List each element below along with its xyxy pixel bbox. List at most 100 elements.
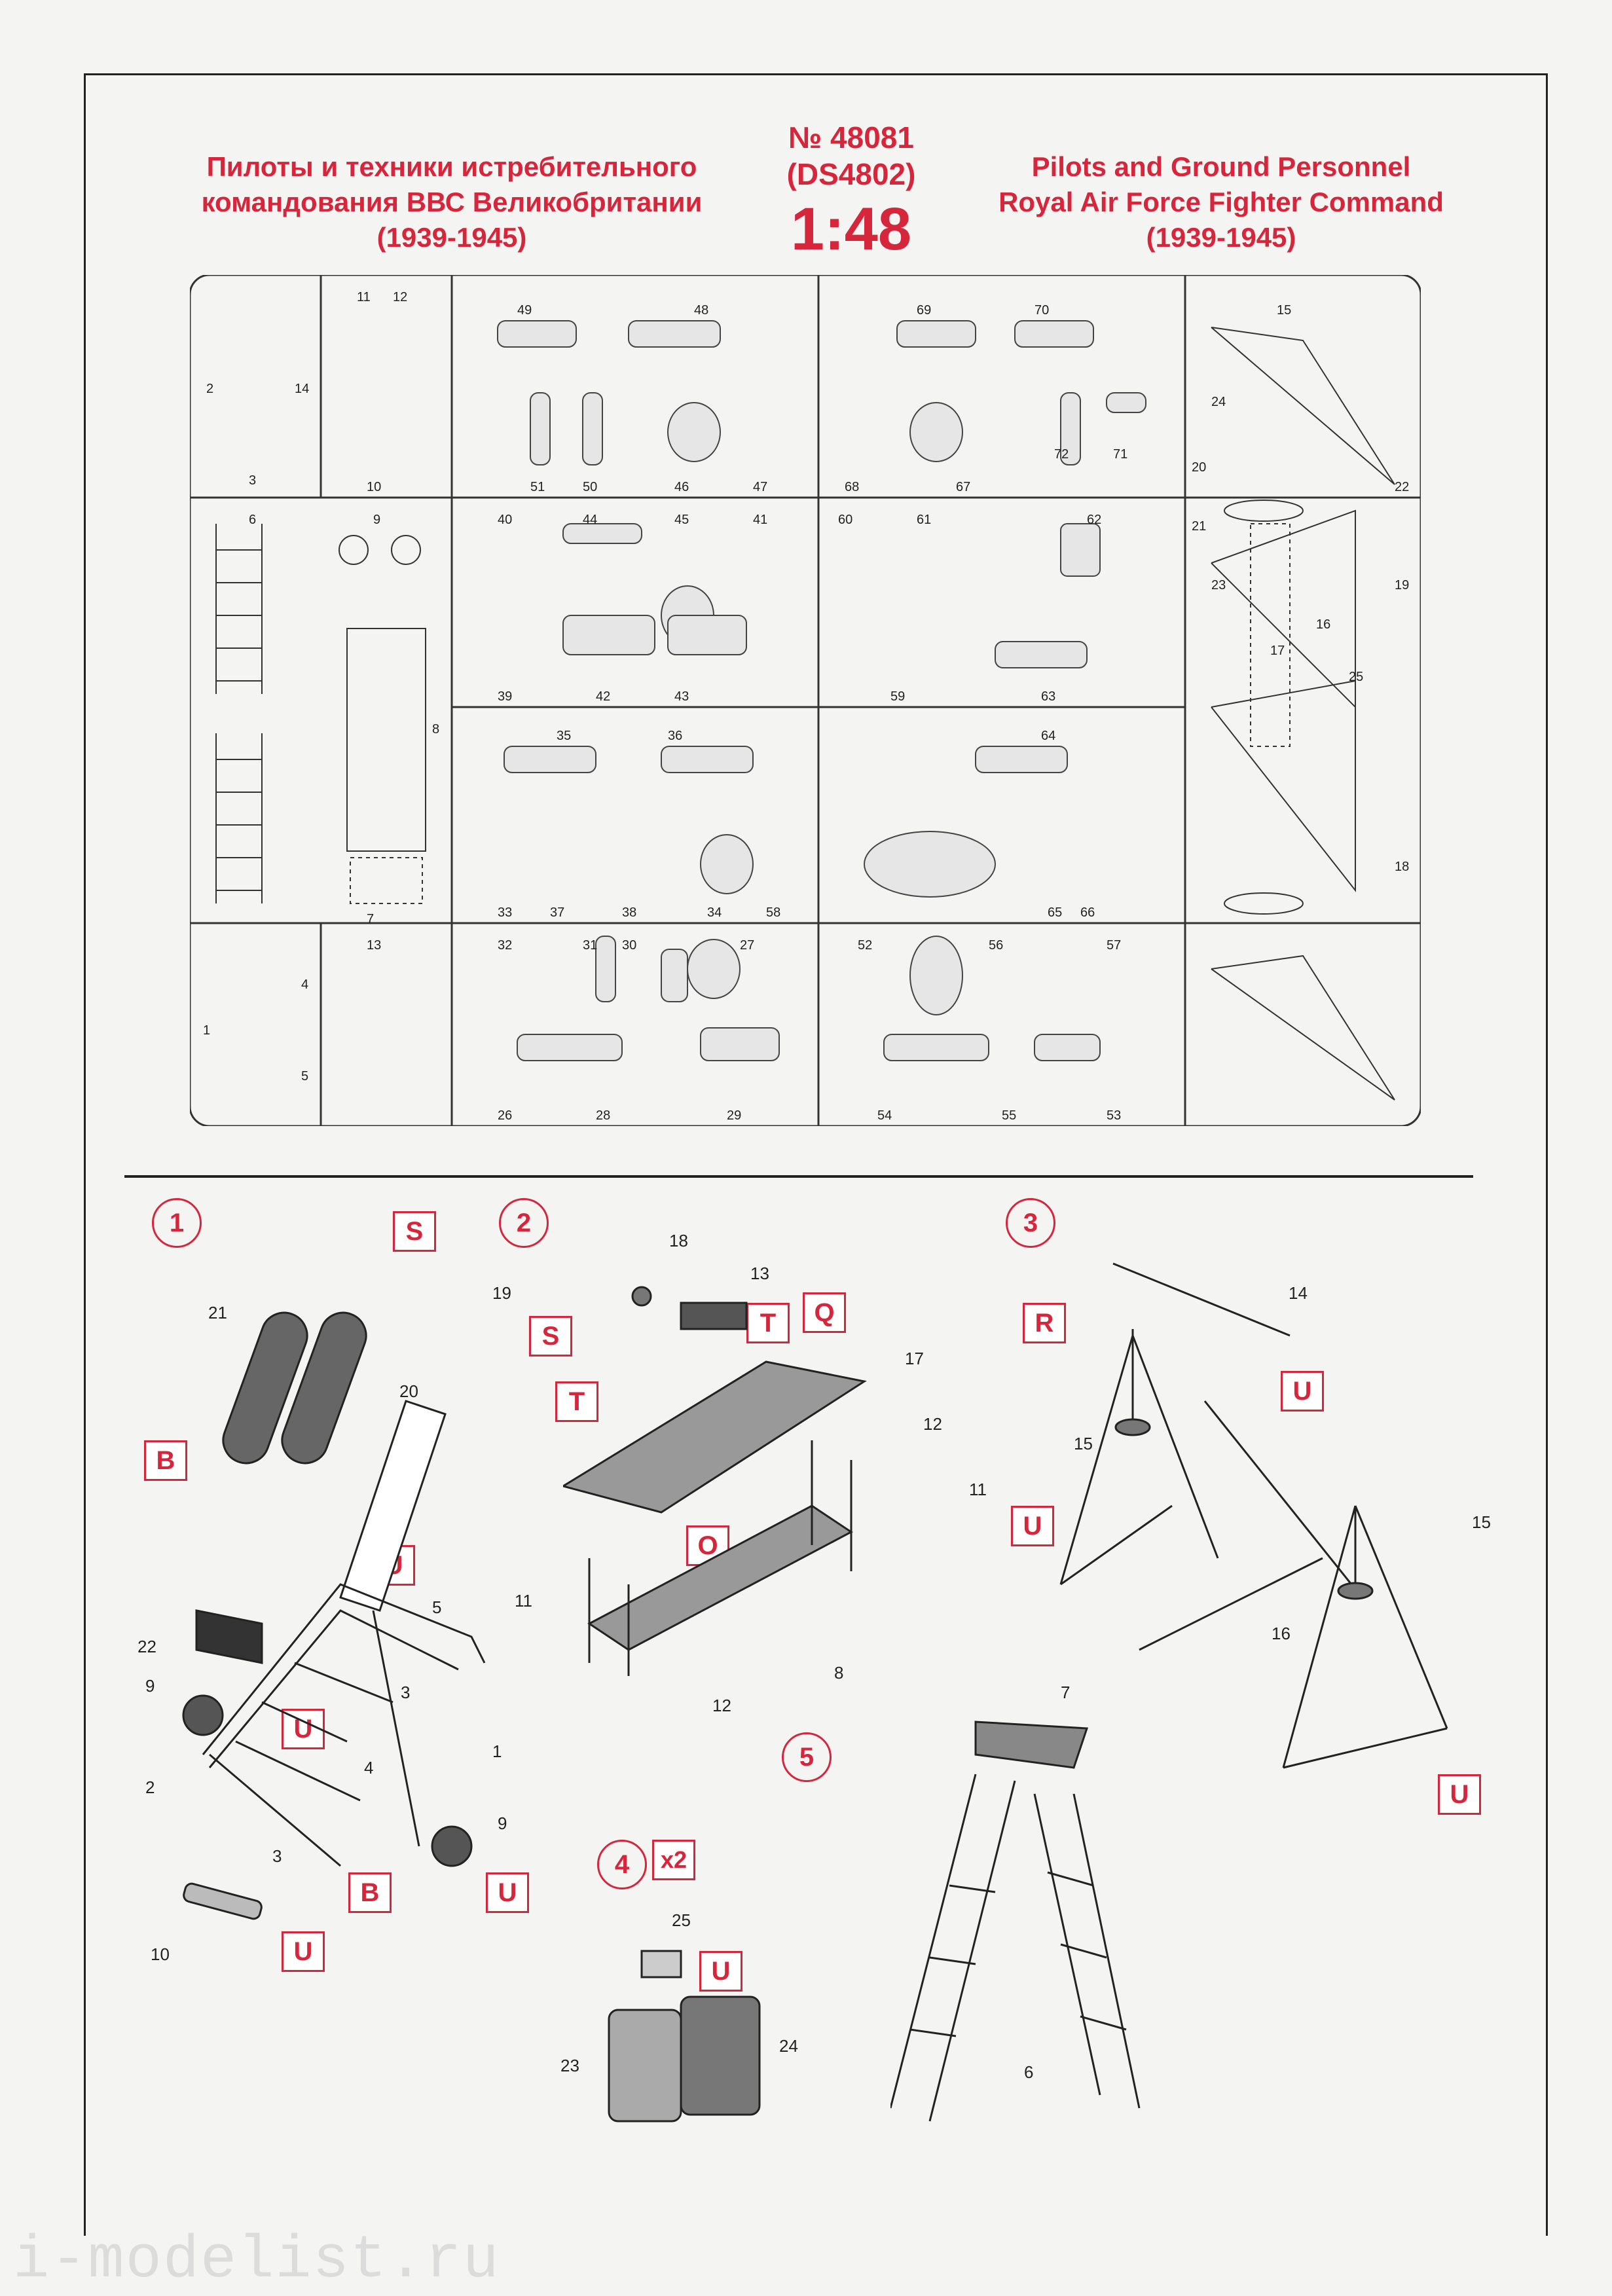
sprue-figures: [497, 320, 1146, 1061]
step-3-number: 3: [1006, 1198, 1055, 1248]
sprue-num: 27: [740, 938, 754, 953]
sprue-num: 17: [1270, 644, 1285, 658]
sprue-num: 2: [206, 382, 213, 396]
step-1-part: 1: [492, 1741, 502, 1761]
sprue-num: 63: [1041, 689, 1055, 704]
step-4-jerrycan-diagram: [608, 1950, 761, 2123]
sprue-num: 23: [1211, 578, 1226, 592]
step-1-trolley-diagram: [182, 1311, 486, 1920]
sprue-num: 25: [1349, 670, 1363, 684]
sprue-num: 1: [203, 1023, 210, 1038]
sprue-num: 51: [530, 480, 545, 494]
sprue-num: 69: [917, 303, 931, 318]
sprue-num: 36: [668, 729, 682, 743]
step-1-part: 22: [137, 1637, 156, 1656]
step-2-label-o: O: [686, 1525, 729, 1566]
step-2-label-q: Q: [803, 1292, 846, 1333]
step-2-label-t: T: [746, 1303, 790, 1343]
step-3-part: 15: [1472, 1512, 1491, 1532]
step-5-part: 6: [1024, 2062, 1034, 2082]
sprue-num: 35: [557, 729, 571, 743]
step-1-part: 9: [498, 1813, 507, 1833]
step-2-part: 12: [923, 1414, 942, 1434]
step-3-label-u: U: [1438, 1774, 1481, 1815]
sprue-num: 31: [583, 938, 597, 953]
sprue-num: 65: [1048, 905, 1062, 920]
sprue-num: 70: [1035, 303, 1049, 318]
sprue-num: 13: [367, 938, 381, 953]
sprue-num: 8: [432, 722, 439, 737]
sprue-num: 52: [858, 938, 872, 953]
catalog-block: № 48081 (DS4802) 1:48: [753, 119, 949, 261]
title-english: Pilots and Ground Personnel Royal Air Fo…: [949, 149, 1493, 255]
title-en-line-1: Pilots and Ground Personnel: [1031, 151, 1411, 182]
step-2-part: 17: [905, 1349, 924, 1368]
sprue-wheel: [339, 535, 369, 565]
sprue-num: 33: [498, 905, 512, 920]
step-3-label-u: U: [1281, 1371, 1324, 1412]
step-1-part: 21: [208, 1303, 227, 1322]
sprue-num: 48: [694, 303, 708, 318]
page-frame: [84, 73, 1548, 2236]
sprue-num: 72: [1054, 447, 1069, 462]
sprue-num: 32: [498, 938, 512, 953]
sprue-num: 49: [517, 303, 532, 318]
sprue-num: 29: [727, 1108, 741, 1123]
step-2-number: 2: [499, 1198, 549, 1248]
sprue-num: 4: [301, 977, 308, 992]
title-russian: Пилоты и техники истребительного командо…: [151, 149, 753, 255]
sprue-num: 10: [367, 480, 381, 494]
sprue-ladders: [215, 524, 263, 903]
step-5-part: 7: [1061, 1683, 1071, 1702]
step-1-part: 2: [145, 1777, 155, 1797]
sprue-num: 55: [1002, 1108, 1016, 1123]
step-4-label-u: U: [699, 1951, 742, 1992]
step-4-multiplier: x2: [652, 1840, 695, 1880]
sprue-num: 53: [1107, 1108, 1121, 1123]
sprue-num: 57: [1107, 938, 1121, 953]
title-en-line-3: (1939-1945): [1146, 222, 1296, 253]
sprue-num: 56: [989, 938, 1003, 953]
sprue-num: 20: [1192, 460, 1206, 475]
step-1-part: 9: [145, 1676, 155, 1696]
step-1-part: 3: [272, 1846, 282, 1866]
sprue-num: 47: [753, 480, 767, 494]
step-2-part: 8: [834, 1663, 844, 1683]
sprue-num: 30: [622, 938, 636, 953]
sprue-num: 39: [498, 689, 512, 704]
step-1-part: 4: [364, 1758, 374, 1777]
sprue-num: 22: [1395, 480, 1409, 494]
sprue-num: 71: [1113, 447, 1127, 462]
step-2-part: 13: [750, 1264, 769, 1283]
step-5-steps-diagram: [890, 1721, 1141, 2122]
step-3-part: 16: [1272, 1624, 1291, 1643]
step-1-label-s: S: [393, 1211, 436, 1252]
sprue-num: 26: [498, 1108, 512, 1123]
sprue-num: 14: [295, 382, 309, 396]
step-2-part: 19: [492, 1283, 511, 1303]
step-4-part: 23: [560, 2056, 579, 2075]
sprue-num: 38: [622, 905, 636, 920]
kit-scale: 1:48: [790, 196, 912, 263]
step-1-part: 5: [432, 1597, 442, 1617]
step-2-part: 18: [669, 1231, 688, 1250]
step-1-part: 3: [401, 1683, 411, 1702]
step-3-label-u: U: [1011, 1506, 1054, 1546]
step-1-part: 20: [399, 1381, 418, 1401]
step-1-number: 1: [152, 1198, 202, 1248]
step-1-label-u: U: [282, 1931, 325, 1972]
sprue-num: 58: [766, 905, 780, 920]
step-3-part: 15: [1074, 1434, 1093, 1453]
step-1-label-b: B: [144, 1440, 187, 1481]
step-4-part: 25: [672, 1910, 691, 1930]
sprue-num: 34: [707, 905, 722, 920]
sprue-num: 19: [1395, 578, 1409, 592]
sprue-num: 44: [583, 513, 597, 527]
sprue-num: 12: [393, 290, 407, 304]
step-1-label-b: B: [348, 1872, 392, 1913]
step-3-part: 14: [1289, 1283, 1308, 1303]
sprue-num: 3: [249, 473, 256, 488]
step-1-label-u: U: [486, 1872, 529, 1913]
sprue-num: 7: [367, 912, 374, 926]
sprue-num: 60: [838, 513, 852, 527]
